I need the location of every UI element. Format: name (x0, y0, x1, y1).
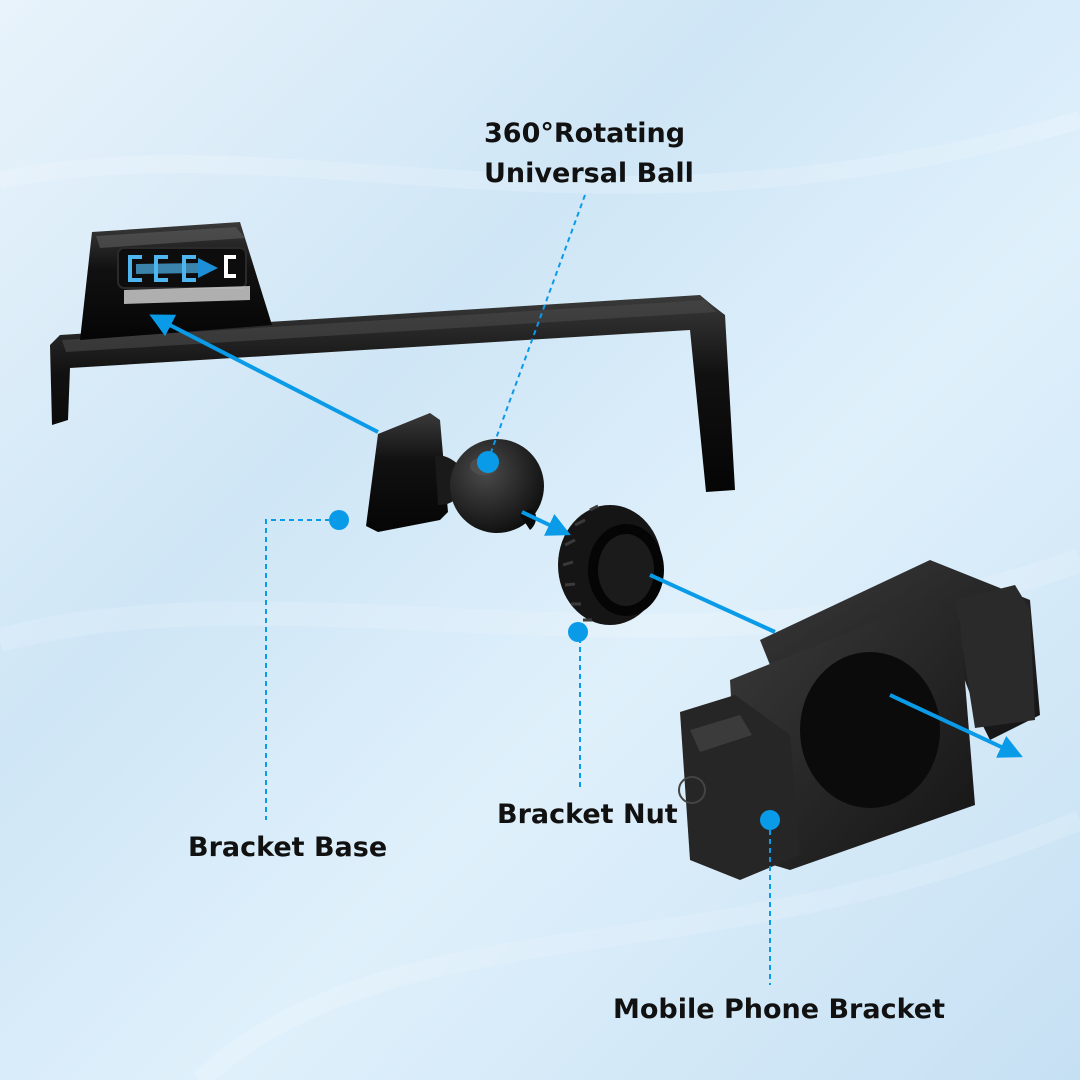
leader-nut (568, 622, 588, 790)
universal-ball-shape (366, 413, 544, 533)
label-ball-line1: 360°Rotating (484, 118, 686, 149)
bracket-base-shape (50, 222, 735, 492)
label-ball: 360°Rotating Universal Ball (484, 114, 694, 194)
mobile-phone-bracket-shape (678, 560, 1040, 880)
label-ball-line2: Universal Ball (484, 158, 694, 189)
leader-base (265, 510, 349, 820)
label-mobile-phone-bracket: Mobile Phone Bracket (613, 994, 946, 1025)
bracket-nut-shape (558, 504, 664, 625)
leader-phone-bracket (760, 810, 780, 985)
assembly-axis (149, 314, 1023, 758)
label-bracket-base: Bracket Base (188, 832, 388, 863)
leader-ball (477, 194, 586, 473)
label-bracket-nut: Bracket Nut (497, 799, 678, 830)
